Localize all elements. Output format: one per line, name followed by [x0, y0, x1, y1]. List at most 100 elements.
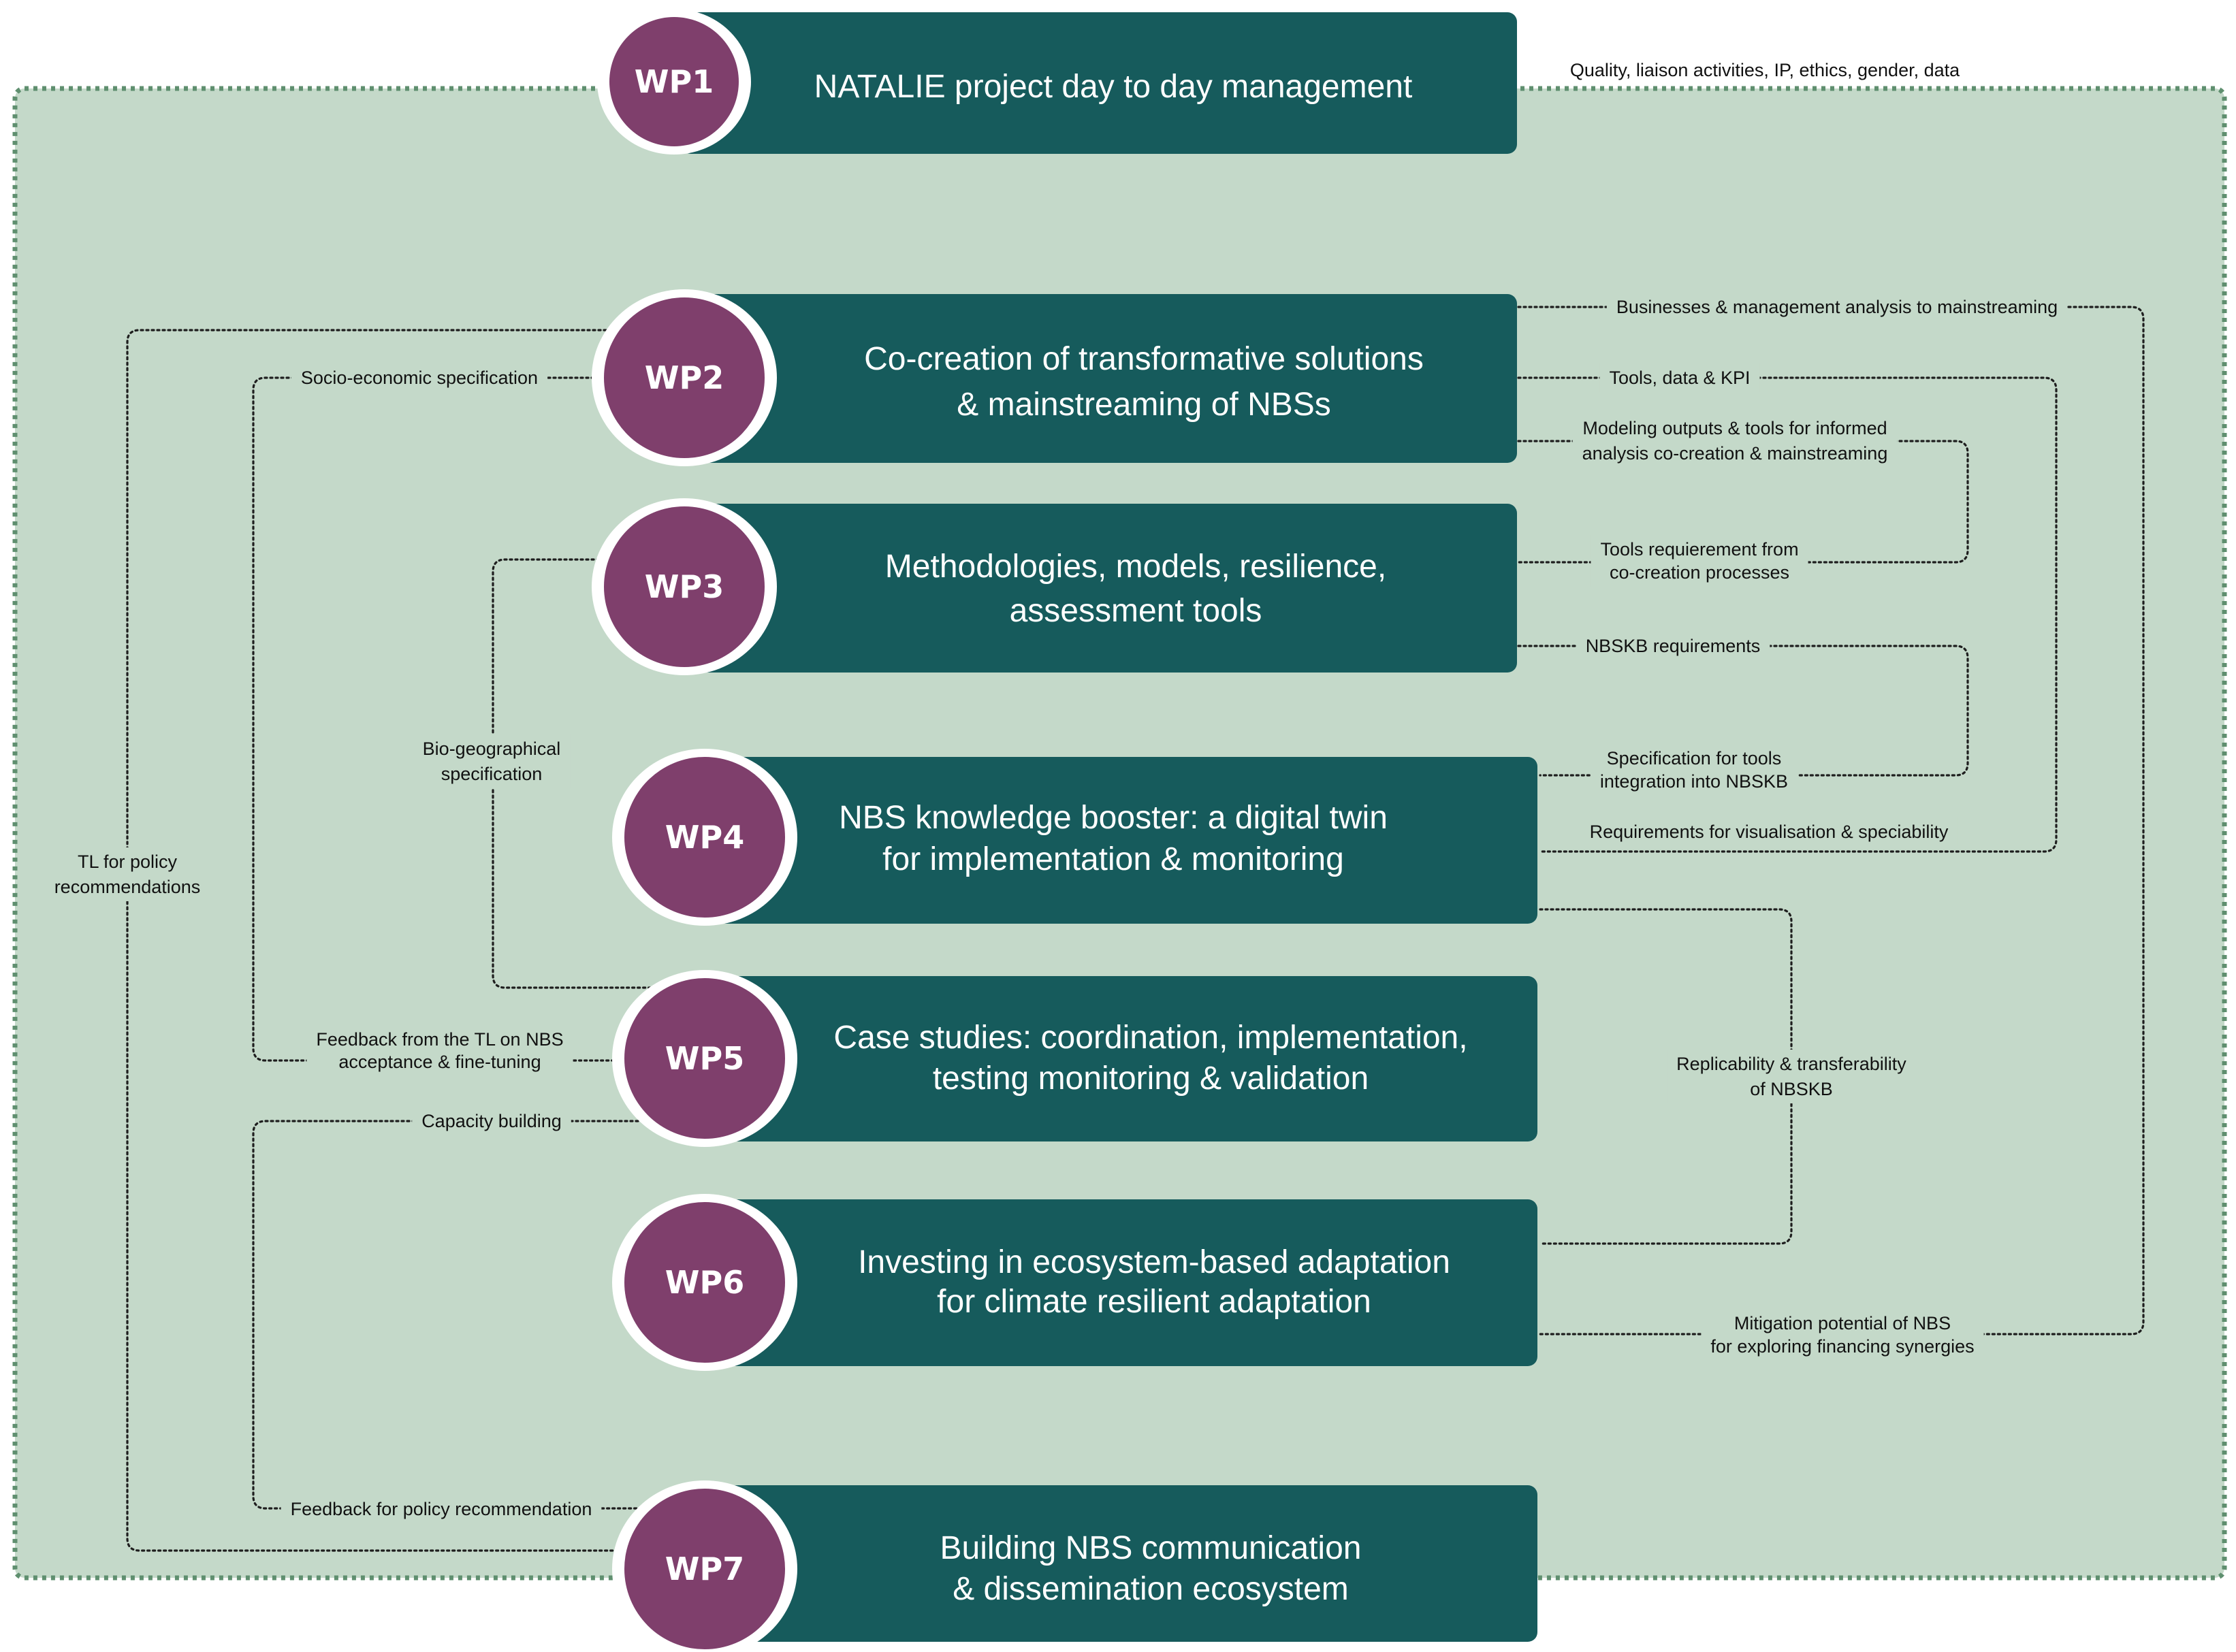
label-tl-policy: TL for policy recommendations — [44, 847, 210, 901]
connector-label-text: Tools requierement from — [1600, 539, 1798, 560]
label-bg — [1667, 1050, 1917, 1103]
connector-label-text: Requirements for visualisation & speciab… — [1590, 822, 1949, 842]
wp-2-badge — [604, 297, 765, 458]
wp-2-title-line: & mainstreaming of NBSs — [957, 387, 1331, 423]
connector-label-text: NBSKB requirements — [1586, 636, 1761, 656]
label-bg — [1572, 414, 1898, 468]
wp-6-badge — [624, 1202, 785, 1363]
label-bg — [412, 1107, 571, 1135]
connector-label-text: recommendations — [54, 877, 201, 897]
label-feedback-policy: Feedback for policy recommendation — [281, 1495, 602, 1523]
connector-label-text: Socio-economic specification — [301, 368, 538, 388]
wp-2-block: WP2 Co-creation of transformative solutio… — [592, 289, 1517, 466]
wp-5-badge — [624, 978, 785, 1139]
wp-6-title-line: for climate resilient adaptation — [937, 1284, 1371, 1320]
label-nbskb-req: NBSKB requirements — [1576, 632, 1770, 660]
wp-5-block: WP5 Case studies: coordination, implement… — [612, 970, 1537, 1147]
wp-5-title-line: Case studies: coordination, implementati… — [833, 1020, 1467, 1056]
connector-label-text: for exploring financing synergies — [1710, 1336, 1974, 1357]
connector-capacity — [252, 1120, 645, 1510]
wp-4-box — [708, 757, 1537, 924]
connector-label-text: Feedback for policy recommendation — [291, 1499, 592, 1519]
label-bg — [1590, 744, 1798, 796]
label-bg — [1576, 632, 1770, 660]
wp-7-id: WP7 — [665, 1551, 744, 1587]
connector-label-text: Businesses & management analysis to main… — [1616, 297, 2058, 317]
wp-3-id: WP3 — [645, 568, 724, 605]
label-mitigation: Mitigation potential of NBS for exploring… — [1701, 1309, 1984, 1361]
wp-2-title-line: Co-creation of transformative solutions — [864, 341, 1424, 377]
wp-2-box — [688, 294, 1517, 463]
wp-1-id: WP1 — [635, 63, 714, 100]
connector-label-text: Tools, data & KPI — [1609, 368, 1750, 388]
wp-7-title-line: Building NBS communication — [940, 1530, 1362, 1566]
connector-label-text: Quality, liaison activities, IP, ethics,… — [1570, 60, 1960, 80]
connector-label-text: specification — [441, 764, 543, 784]
wp-2-id: WP2 — [645, 359, 724, 396]
label-bg — [44, 847, 210, 901]
wp-6-id: WP6 — [665, 1264, 744, 1301]
connector-label-text: co-creation processes — [1610, 562, 1789, 583]
connector-socio-economic — [252, 376, 618, 1062]
label-modeling: Modeling outputs & tools for informed ana… — [1572, 414, 1898, 468]
wp-1-box — [681, 12, 1517, 154]
label-bg — [1701, 1309, 1984, 1361]
label-bg — [306, 1025, 573, 1076]
label-capacity: Capacity building — [412, 1107, 571, 1135]
connector-label-text: Mitigation potential of NBS — [1734, 1313, 1951, 1333]
wp-7-block: WP7 Building NBS communication & dissemina… — [612, 1480, 1537, 1652]
wp-5-box — [708, 976, 1537, 1141]
wp-3-badge — [604, 506, 765, 667]
wp-3-box — [688, 504, 1517, 673]
wp-4-block: WP4 NBS knowledge booster: a digital twin… — [612, 749, 1537, 926]
connector-label-text: analysis co-creation & mainstreaming — [1582, 443, 1888, 464]
label-bg — [1599, 363, 1760, 392]
wp-4-title-line: NBS knowledge booster: a digital twin — [839, 800, 1388, 836]
label-quality: Quality, liaison activities, IP, ethics,… — [1570, 60, 1960, 80]
label-bg — [1580, 817, 1958, 846]
wp-5-id: WP5 — [665, 1040, 744, 1077]
connector-label-text: TL for policy — [78, 852, 178, 872]
label-business: Businesses & management analysis to main… — [1606, 293, 2068, 321]
label-bg — [1606, 293, 2068, 321]
wp-7-box — [708, 1485, 1537, 1642]
wp-1-badge — [609, 17, 739, 146]
wp-3-title-line: Methodologies, models, resilience, — [885, 549, 1386, 585]
connector-label-text: integration into NBSKB — [1600, 771, 1788, 792]
connector-label-text: Feedback from the TL on NBS — [316, 1029, 563, 1050]
label-bg — [281, 1495, 602, 1523]
label-spec-tools: Specification for tools integration into … — [1590, 744, 1798, 796]
connector-tools-kpi — [1517, 376, 2058, 853]
wp-7-badge — [624, 1489, 785, 1649]
wp-5-title-line: testing monitoring & validation — [933, 1060, 1369, 1097]
connector-nbskb-req — [1517, 645, 1969, 777]
label-tools-kpi: Tools, data & KPI — [1599, 363, 1760, 392]
wp-4-id: WP4 — [665, 819, 744, 856]
connector-business — [1517, 306, 2145, 1335]
connector-label-text: acceptance & fine-tuning — [338, 1052, 541, 1072]
connector-modeling — [1517, 440, 1969, 564]
wp-1-block: WP1 NATALIE project day to day management — [597, 9, 1517, 155]
label-req-vis: Requirements for visualisation & speciab… — [1580, 817, 1958, 846]
label-bg — [1591, 535, 1808, 587]
wp-7-title-line: & dissemination ecosystem — [953, 1571, 1349, 1607]
wp-4-title-line: for implementation & monitoring — [882, 841, 1344, 877]
connector-label-text: of NBSKB — [1750, 1079, 1833, 1099]
label-bg — [413, 734, 571, 788]
connector-label-text: Specification for tools — [1607, 748, 1782, 768]
wp-4-badge — [624, 757, 785, 918]
wp-1-title-line: NATALIE project day to day management — [814, 69, 1413, 105]
connector-label-text: Capacity building — [421, 1111, 562, 1131]
work-packages: WP1 NATALIE project day to day management… — [592, 9, 1537, 1652]
wp-6-box — [708, 1199, 1537, 1366]
connector-tl-policy — [126, 329, 635, 1552]
label-socio-economic: Socio-economic specification — [291, 363, 548, 392]
connector-label-text: Modeling outputs & tools for informed — [1582, 418, 1887, 438]
